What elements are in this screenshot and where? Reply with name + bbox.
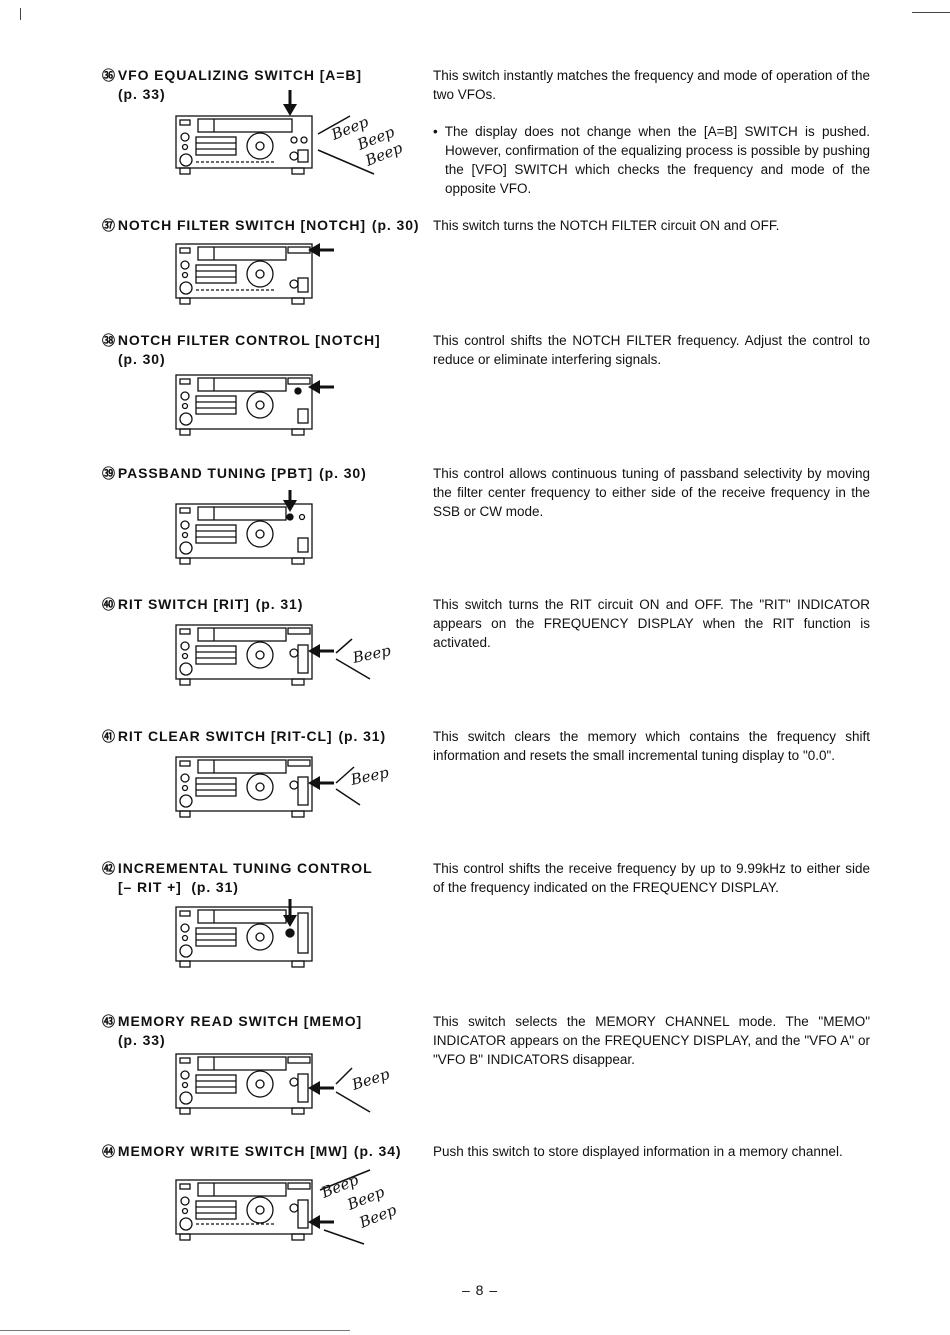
transceiver-illustration: Beep — [174, 753, 414, 823]
arrow-icon — [308, 644, 334, 658]
beep-sound-icon: Beep — [335, 1065, 392, 1113]
transceiver-illustration — [174, 371, 414, 441]
radio-front-panel — [175, 756, 313, 818]
section-description: This switch clears the memory which cont… — [433, 729, 870, 763]
bottom-rule — [0, 1330, 350, 1331]
section-description: This control shifts the receive frequenc… — [433, 861, 870, 895]
beep-label: Beep — [348, 763, 391, 789]
section-description: This switch selects the MEMORY CHANNEL m… — [433, 1014, 870, 1067]
radio-front-panel — [175, 624, 313, 686]
radio-front-panel — [175, 115, 313, 175]
radio-front-panel — [175, 503, 313, 565]
section-description: This control shifts the NOTCH FILTER fre… — [433, 333, 870, 367]
radio-front-panel — [175, 1179, 313, 1241]
beep-sound-icon: Beep — [335, 763, 391, 806]
beep-sound-icon: Beep Beep Beep — [317, 112, 405, 175]
transceiver-illustration: Beep Beep Beep — [174, 1168, 414, 1248]
beep-label: Beep — [350, 641, 393, 667]
beep-sound-icon: Beep Beep Beep — [318, 1169, 399, 1245]
radio-front-panel — [175, 374, 313, 436]
arrow-icon — [308, 1215, 334, 1229]
radio-front-panel — [175, 243, 313, 305]
arrow-icon — [283, 899, 297, 927]
arrow-icon — [283, 90, 297, 116]
arrow-icon — [308, 776, 334, 790]
section-description: This switch turns the NOTCH FILTER circu… — [433, 218, 780, 233]
section-description: Push this switch to store displayed info… — [433, 1144, 843, 1159]
beep-label: Beep — [349, 1065, 392, 1094]
radio-front-panel — [175, 1053, 313, 1115]
section-description: This control allows continuous tuning of… — [433, 466, 870, 519]
transceiver-illustration — [174, 899, 414, 979]
transceiver-illustration: Beep — [174, 621, 414, 691]
transceiver-illustration: Beep — [174, 1050, 414, 1120]
arrow-icon — [308, 1081, 334, 1095]
transceiver-illustration — [174, 490, 414, 570]
transceiver-illustration: Beep Beep Beep — [174, 90, 414, 180]
page-number: – 8 – — [462, 1282, 499, 1298]
arrow-icon — [283, 490, 297, 512]
transceiver-illustration — [174, 240, 414, 310]
margin-dash — [912, 12, 950, 13]
arrow-icon — [308, 243, 334, 257]
margin-tick — [20, 8, 21, 20]
radio-front-panel — [175, 906, 313, 968]
beep-sound-icon: Beep — [335, 638, 393, 680]
section-description: This switch instantly matches the freque… — [433, 68, 870, 196]
section-description: This switch turns the RIT circuit ON and… — [433, 597, 870, 650]
arrow-icon — [308, 380, 334, 394]
